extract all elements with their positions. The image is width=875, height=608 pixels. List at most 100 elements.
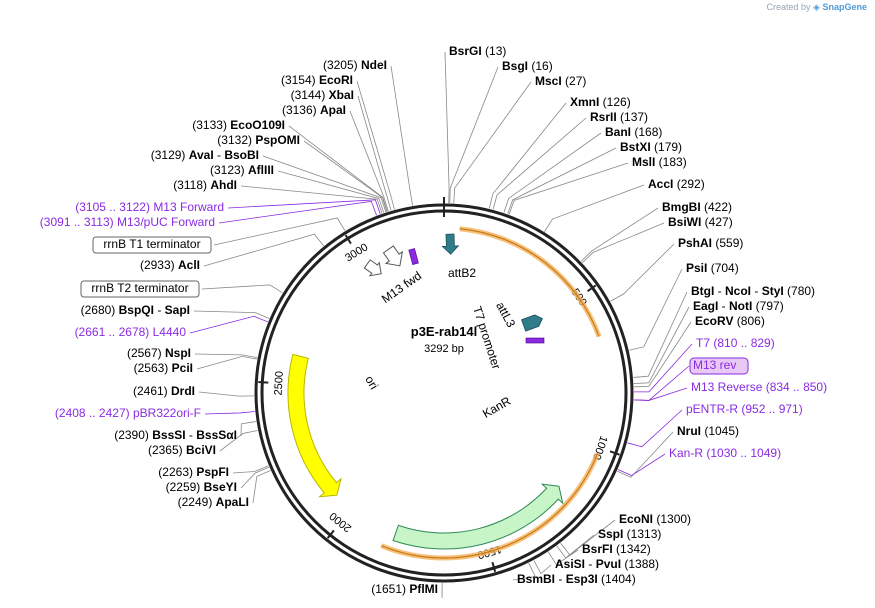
svg-text:(2390) BssSI - BssSαI: (2390) BssSI - BssSαI	[114, 428, 237, 442]
enzyme-name: EcoNI	[619, 512, 653, 526]
enzyme-site-econi[interactable]: EcoNI (1300)	[619, 512, 691, 526]
enzyme-site-avai-bsobi[interactable]: (3129) AvaI - BsoBI	[151, 148, 259, 162]
enzyme-site-bsgi[interactable]: BsgI (16)	[502, 59, 553, 73]
svg-text:(2661 .. 2678) L4440: (2661 .. 2678) L4440	[75, 325, 187, 339]
enzyme-site-bsssi-bsss-i[interactable]: (2390) BssSI - BssSαI	[114, 428, 237, 442]
feature-box-frame	[80, 280, 200, 298]
svg-text:SspI (1313): SspI (1313)	[598, 527, 661, 541]
enzyme-site-rsrii[interactable]: RsrII (137)	[590, 110, 648, 124]
enzyme-site-ndei[interactable]: (3205) NdeI	[323, 58, 387, 72]
svg-text:BtgI - NcoI - StyI (780): BtgI - NcoI - StyI (780)	[691, 284, 815, 298]
inner-ring	[260, 209, 628, 577]
enzyme-site-xbai[interactable]: (3144) XbaI	[291, 88, 354, 102]
enzyme-site-nrui[interactable]: NruI (1045)	[677, 424, 739, 438]
enzyme-position: (1651)	[371, 582, 409, 596]
enzyme-site-acci[interactable]: AccI (292)	[648, 177, 705, 191]
primer-site-m13-puc-forward[interactable]: (3091 .. 3113) M13/pUC Forward	[40, 215, 215, 229]
enzyme-site-pshai[interactable]: PshAI (559)	[678, 236, 743, 250]
enzyme-position: (3129)	[151, 148, 189, 162]
svg-text:(3105 .. 3122) M13 Forward: (3105 .. 3122) M13 Forward	[75, 200, 224, 214]
leader-apai	[349, 110, 389, 212]
snapgene-logo-icon: ◈	[813, 2, 820, 12]
leader-nrui	[617, 431, 674, 478]
enzyme-site-nspi[interactable]: (2567) NspI	[127, 346, 191, 360]
enzyme-site-ecori[interactable]: (3154) EcoRI	[281, 73, 353, 87]
svg-text:BstXI (179): BstXI (179)	[620, 140, 682, 154]
enzyme-site-afliii[interactable]: (3123) AflIII	[210, 163, 274, 177]
enzyme-site-xmni[interactable]: XmnI (126)	[570, 95, 631, 109]
feature-box-rrnb-t1-terminator[interactable]: rrnB T1 terminator	[92, 236, 212, 254]
enzyme-position: (3123)	[210, 163, 248, 177]
primer-name: M13 rev	[693, 358, 736, 372]
enzyme-site-acli[interactable]: (2933) AclI	[140, 258, 200, 272]
primer-site-kan-r[interactable]: Kan-R (1030 .. 1049)	[669, 446, 781, 460]
enzyme-name: SapI	[165, 303, 190, 317]
enzyme-site-psii[interactable]: PsiI (704)	[686, 261, 739, 275]
enzyme-position: (16)	[528, 59, 553, 73]
site-labels: BsrGI (13)BsgI (16)MscI (27) XmnI (126)Rs…	[40, 44, 827, 596]
enzyme-site-bsmbi-esp3i[interactable]: BsmBI - Esp3I (1404)	[517, 572, 636, 586]
enzyme-site-ecorv[interactable]: EcoRV (806)	[695, 314, 765, 328]
primer-position: (2408 .. 2427)	[55, 406, 133, 420]
enzyme-site-apali[interactable]: (2249) ApaLI	[178, 495, 249, 509]
enzyme-site-pcii[interactable]: (2563) PciI	[134, 361, 193, 375]
svg-text:BmgBI (422): BmgBI (422)	[662, 200, 732, 214]
enzyme-site-bsiwi[interactable]: BsiWI (427)	[668, 215, 733, 229]
leader-afliii	[277, 170, 385, 213]
primer-site-t7[interactable]: T7 (810 .. 829)	[696, 336, 775, 350]
svg-text:(3205) NdeI: (3205) NdeI	[323, 58, 387, 72]
outer-ring	[254, 203, 634, 583]
enzyme-site-ecoo109i[interactable]: (3133) EcoO109I	[192, 118, 285, 132]
enzyme-separator: -	[214, 148, 225, 162]
enzyme-site-apai[interactable]: (3136) ApaI	[282, 103, 346, 117]
enzyme-site-pspfi[interactable]: (2263) PspFI	[158, 465, 229, 479]
enzyme-position: (3133)	[192, 118, 230, 132]
enzyme-site-ahdi[interactable]: (3118) AhdI	[173, 178, 237, 192]
enzyme-name: MslI	[632, 155, 655, 169]
enzyme-site-bmgbi[interactable]: BmgBI (422)	[662, 200, 732, 214]
enzyme-site-pspomi[interactable]: (3132) PspOMI	[217, 133, 300, 147]
enzyme-site-bsrfi[interactable]: BsrFI (1342)	[582, 542, 651, 556]
enzyme-position: (179)	[651, 140, 682, 154]
primer-site-m13-forward[interactable]: (3105 .. 3122) M13 Forward	[75, 200, 224, 214]
enzyme-position: (3154)	[281, 73, 319, 87]
primer-site-pbr322ori-f[interactable]: (2408 .. 2427) pBR322ori-F	[55, 406, 201, 420]
enzyme-position: (168)	[631, 125, 662, 139]
leader-primer-m13-puc-forward	[218, 200, 377, 224]
svg-text:(3154) EcoRI: (3154) EcoRI	[281, 73, 353, 87]
primer-position: (3091 .. 3113)	[40, 215, 117, 229]
enzyme-site-bcivi[interactable]: (2365) BciVI	[148, 443, 216, 457]
enzyme-site-asisi-pvui[interactable]: AsiSI - PvuI (1388)	[555, 557, 659, 571]
enzyme-position: (427)	[701, 215, 732, 229]
enzyme-position: (704)	[707, 261, 738, 275]
leader-bsmbi-esp3i	[512, 562, 536, 581]
enzyme-site-drdi[interactable]: (2461) DrdI	[133, 384, 195, 398]
enzyme-site-eagi-noti[interactable]: EagI - NotI (797)	[693, 299, 784, 313]
svg-text:AsiSI - PvuI (1388): AsiSI - PvuI (1388)	[555, 557, 659, 571]
leader-lines	[189, 51, 693, 598]
enzyme-site-bspqi-sapi[interactable]: (2680) BspQI - SapI	[81, 303, 190, 317]
feature-box-rrnb-t2-terminator[interactable]: rrnB T2 terminator	[80, 280, 200, 298]
primer-site-m13-reverse[interactable]: M13 Reverse (834 .. 850)	[691, 380, 827, 394]
enzyme-name: AvaI	[189, 148, 214, 162]
enzyme-site-bstxi[interactable]: BstXI (179)	[620, 140, 682, 154]
enzyme-name: BanI	[605, 125, 631, 139]
rrnb-t2-arrow	[363, 259, 382, 277]
feature-box-label: rrnB T2 terminator	[91, 281, 188, 295]
enzyme-site-bseyi[interactable]: (2259) BseYI	[166, 480, 237, 494]
leader-primer-m13-reverse	[633, 387, 688, 401]
primer-site-l4440[interactable]: (2661 .. 2678) L4440	[75, 325, 187, 339]
enzyme-site-sspi[interactable]: SspI (1313)	[598, 527, 661, 541]
primer-site-m13-rev[interactable]: M13 rev	[689, 357, 749, 375]
enzyme-site-bani[interactable]: BanI (168)	[605, 125, 662, 139]
enzyme-site-msci[interactable]: MscI (27)	[535, 74, 586, 88]
primer-site-pentr-r[interactable]: pENTR-R (952 .. 971)	[686, 402, 803, 416]
svg-text:(3136) ApaI: (3136) ApaI	[282, 103, 346, 117]
enzyme-site-pflmi[interactable]: (1651) PflMI	[371, 582, 438, 596]
enzyme-site-bsrgi[interactable]: BsrGI (13)	[449, 44, 506, 58]
leader-primer-pbr322ori-f	[204, 411, 255, 415]
enzyme-site-msli[interactable]: MslI (183)	[632, 155, 687, 169]
enzyme-site-btgi-ncoi-styi[interactable]: BtgI - NcoI - StyI (780)	[691, 284, 815, 298]
ori-arrow	[287, 353, 342, 498]
